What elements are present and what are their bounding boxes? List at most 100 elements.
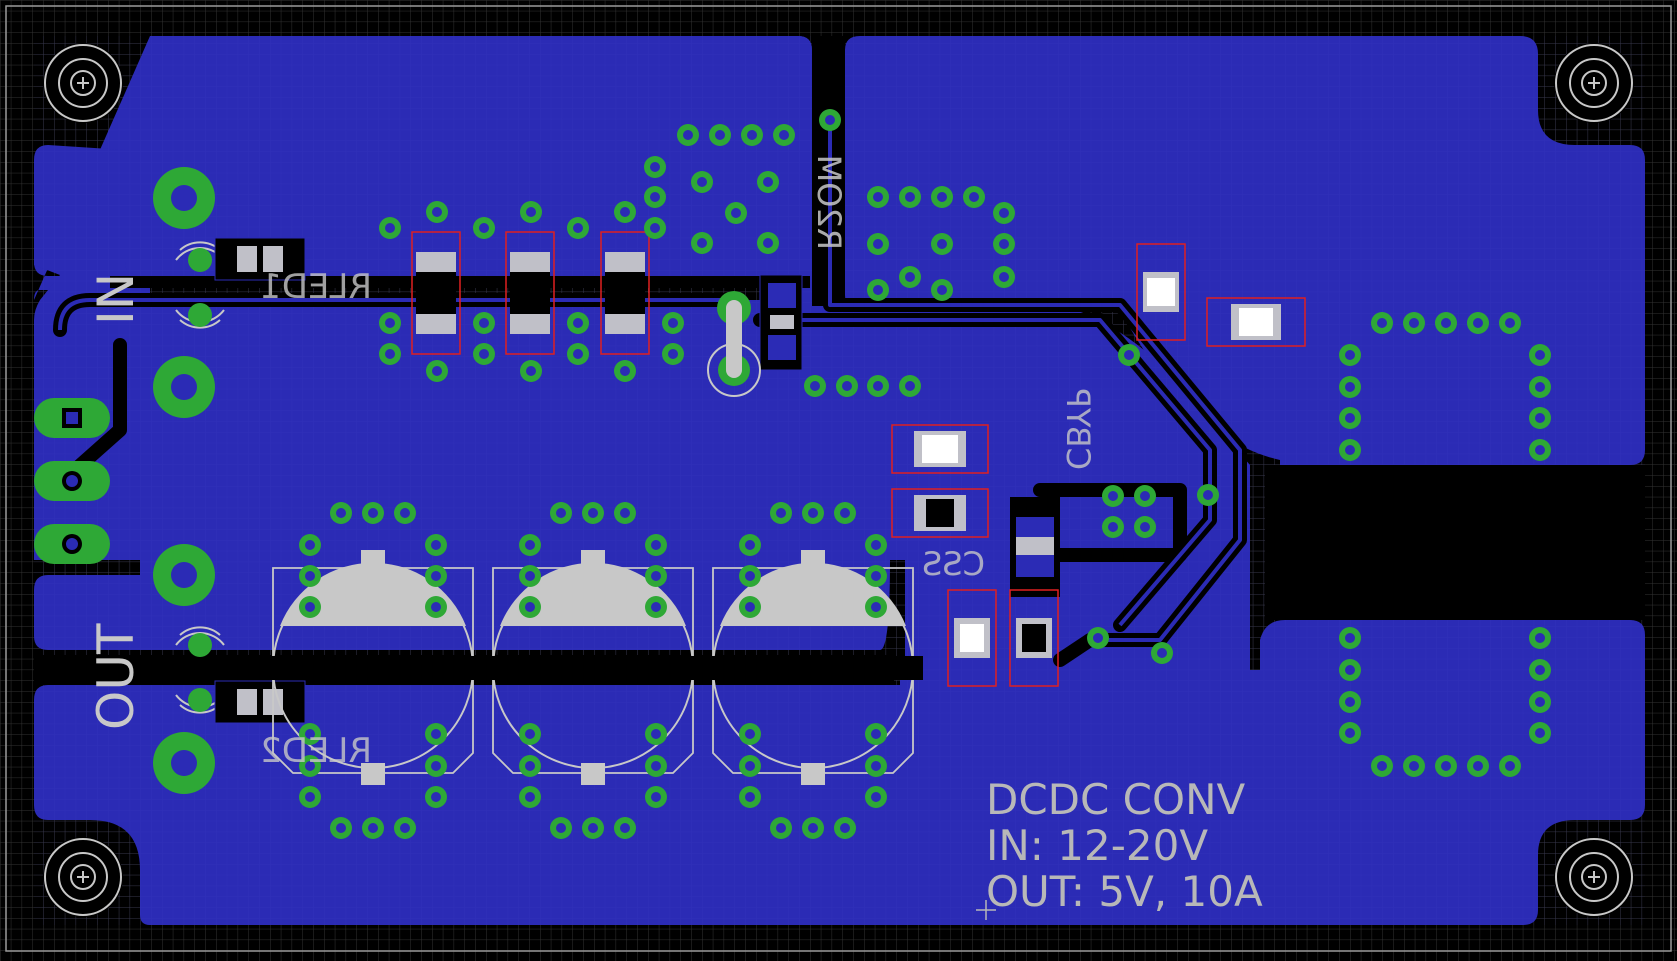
via-hole <box>1535 413 1545 423</box>
via-hole <box>873 192 883 202</box>
electrolytic-capacitor-icon <box>263 550 483 785</box>
smd-bottom-2 <box>1009 589 1059 687</box>
trace-fills <box>58 118 1242 642</box>
smd-resistor <box>505 231 555 355</box>
electrolytic-capacitors[interactable] <box>263 550 923 785</box>
smd-right-parts[interactable] <box>891 243 1306 687</box>
note-input: IN: 12-20V <box>986 821 1208 870</box>
label-in: IN <box>87 273 145 325</box>
via-hole <box>905 272 915 282</box>
via-hole <box>431 761 441 771</box>
via-hole <box>385 223 395 233</box>
smd-resistor <box>600 231 650 355</box>
via-hole <box>1377 761 1387 771</box>
via-hole <box>745 540 755 550</box>
via-hole <box>573 223 583 233</box>
mounting-holes <box>43 43 1634 917</box>
via-hole <box>1441 761 1451 771</box>
via-hole <box>525 729 535 739</box>
via-hole <box>650 192 660 202</box>
via-hole <box>431 729 441 739</box>
header-pin-3 <box>34 524 110 564</box>
smd-bottom-1 <box>947 589 997 687</box>
via-hole <box>556 823 566 833</box>
via-hole <box>431 571 441 581</box>
via-hole <box>873 239 883 249</box>
via-hole <box>573 349 583 359</box>
header-pin-2 <box>34 461 110 501</box>
via-hole <box>763 177 773 187</box>
via-hole <box>620 823 630 833</box>
smd-rled2 <box>214 680 306 724</box>
via-hole <box>1345 445 1355 455</box>
via-hole <box>588 823 598 833</box>
via-hole <box>969 192 979 202</box>
via-hole <box>525 761 535 771</box>
via-hole <box>745 571 755 581</box>
gap-right-middle <box>1265 465 1645 620</box>
via-hole <box>1345 633 1355 643</box>
via-hole <box>1157 648 1167 658</box>
via-hole <box>1505 761 1515 771</box>
via-hole <box>871 729 881 739</box>
via-hole <box>432 366 442 376</box>
smd-cap-mid-1 <box>891 424 989 474</box>
smd-top-resistor-row[interactable] <box>411 231 650 355</box>
via-hole <box>808 508 818 518</box>
via-layer <box>299 109 1551 839</box>
via-hole <box>650 223 660 233</box>
via-hole <box>651 792 661 802</box>
led-icon <box>175 626 225 714</box>
via-hole <box>1505 318 1515 328</box>
via-hole <box>651 729 661 739</box>
via-hole <box>937 192 947 202</box>
via-hole <box>1535 728 1545 738</box>
via-hole <box>999 208 1009 218</box>
via-hole <box>525 571 535 581</box>
via-hole <box>763 238 773 248</box>
via-hole <box>697 238 707 248</box>
led-footprints[interactable] <box>175 241 225 714</box>
via-hole <box>873 285 883 295</box>
via-hole <box>432 207 442 217</box>
via-hole <box>1108 522 1118 532</box>
via-hole <box>336 823 346 833</box>
mounting-hole-icon <box>1554 837 1634 917</box>
via-hole <box>840 823 850 833</box>
via-hole <box>431 540 441 550</box>
via-hole <box>776 508 786 518</box>
via-hole <box>1140 522 1150 532</box>
via-hole <box>1093 633 1103 643</box>
mounting-hole-icon <box>43 43 123 123</box>
via-hole <box>526 207 536 217</box>
via-hole <box>305 729 315 739</box>
smd-cap-horizontal <box>1206 297 1306 347</box>
r2om-component[interactable] <box>707 274 803 397</box>
connector-terminals[interactable] <box>34 167 215 794</box>
via-hole <box>745 761 755 771</box>
via-hole <box>668 318 678 328</box>
label-css: CSS <box>922 545 985 583</box>
via-hole <box>431 602 441 612</box>
via-hole <box>305 540 315 550</box>
label-rled2: RLED2 <box>260 731 372 771</box>
via-hole <box>842 381 852 391</box>
via-hole <box>1345 382 1355 392</box>
via-hole <box>999 272 1009 282</box>
note-output: OUT: 5V, 10A <box>986 867 1263 916</box>
via-hole <box>871 761 881 771</box>
via-hole <box>776 823 786 833</box>
via-hole <box>1535 697 1545 707</box>
via-hole <box>840 508 850 518</box>
via-hole <box>668 349 678 359</box>
via-hole <box>745 602 755 612</box>
via-hole <box>779 130 789 140</box>
via-hole <box>1345 665 1355 675</box>
via-hole <box>808 823 818 833</box>
via-hole <box>999 239 1009 249</box>
note-title: DCDC CONV <box>986 775 1245 824</box>
via-hole <box>385 349 395 359</box>
via-hole <box>745 729 755 739</box>
via-hole <box>871 792 881 802</box>
